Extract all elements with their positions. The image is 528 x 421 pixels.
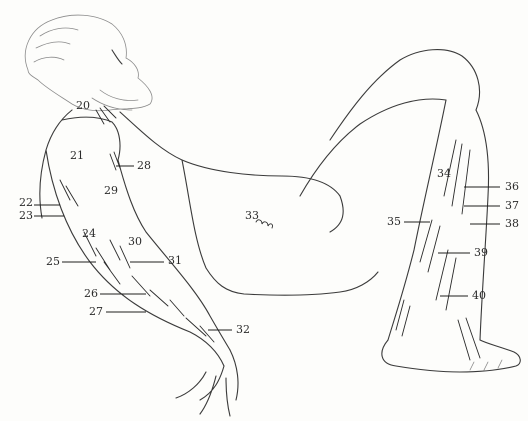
label-40: 40 (472, 290, 486, 302)
label-37: 37 (505, 200, 519, 212)
label-25: 25 (46, 256, 60, 268)
label-31: 31 (168, 255, 182, 267)
label-23: 23 (19, 210, 33, 222)
foot-outline (382, 340, 520, 372)
label-30: 30 (128, 236, 142, 248)
arm-muscle-hatching (60, 180, 214, 342)
label-36: 36 (505, 181, 519, 193)
thigh-outline (300, 50, 480, 196)
label-22: 22 (19, 197, 33, 209)
label-21: 21 (70, 150, 84, 162)
label-28: 28 (137, 160, 151, 172)
label-32: 32 (236, 324, 250, 336)
label-34: 34 (437, 168, 451, 180)
label-27: 27 (89, 306, 103, 318)
label-33: 33 (245, 210, 259, 222)
label-35: 35 (387, 216, 401, 228)
label-29: 29 (104, 185, 118, 197)
head-outline (25, 15, 152, 111)
label-39: 39 (474, 247, 488, 259)
label-20: 20 (76, 100, 90, 112)
label-38: 38 (505, 218, 519, 230)
label-24: 24 (82, 228, 96, 240)
hand-outline (176, 350, 238, 416)
label-26: 26 (84, 288, 98, 300)
